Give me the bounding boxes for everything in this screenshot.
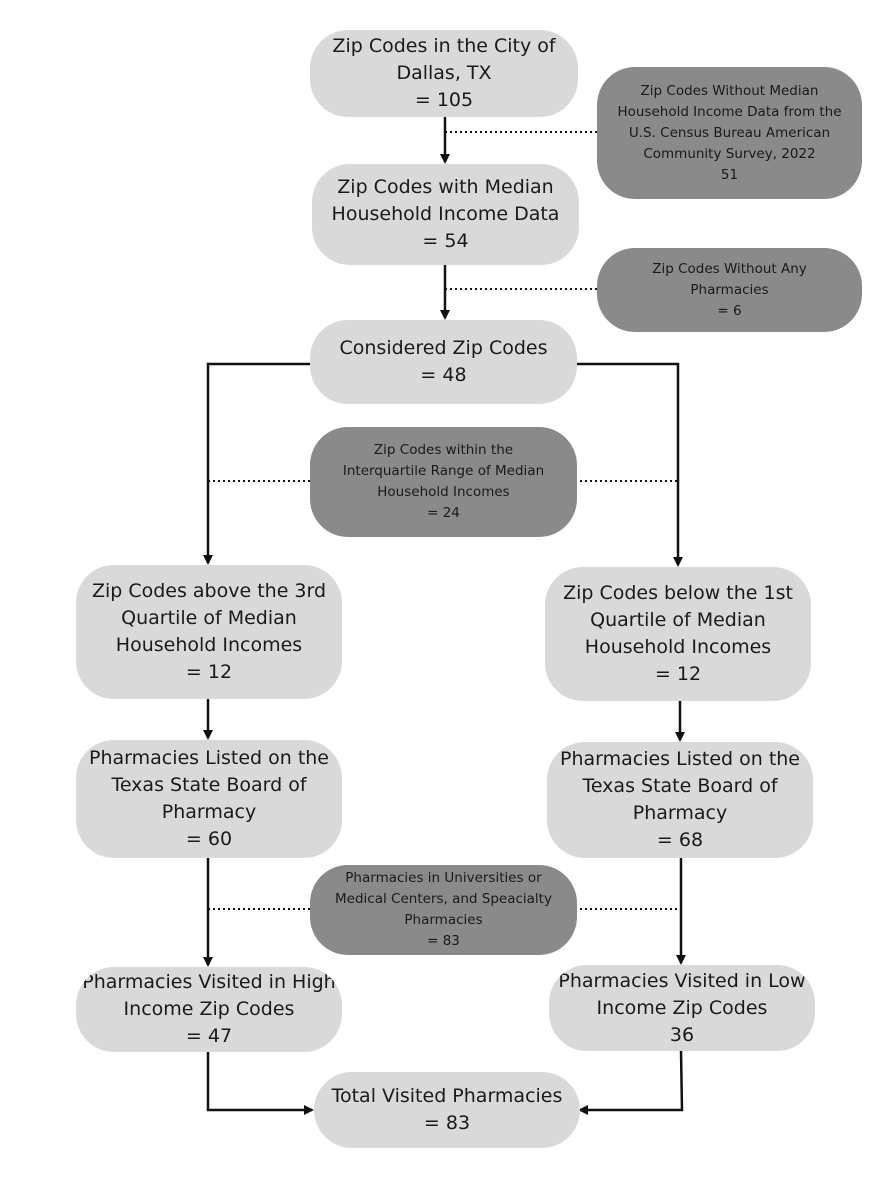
- arrow-considered-to-below-q1: [575, 362, 683, 567]
- box-line: Considered Zip Codes: [339, 337, 548, 359]
- box-line: = 54: [422, 230, 469, 252]
- box-line: Pharmacies: [690, 281, 769, 298]
- box-line: = 105: [414, 89, 474, 111]
- box-line: Texas State Board of: [582, 775, 778, 797]
- box-line: = 48: [420, 364, 467, 386]
- box-line: Zip Codes below the 1st: [563, 582, 793, 604]
- box-line: = 6: [717, 302, 742, 319]
- box-visited-high-income: Pharmacies Visited in High Income Zip Co…: [76, 967, 342, 1052]
- box-line: Pharmacies Listed on the: [88, 747, 329, 769]
- box-line: = 47: [185, 1025, 233, 1047]
- box-line: Pharmacy: [632, 802, 728, 824]
- box-above-3rd-quartile: Zip Codes above the 3rd Quartile of Medi…: [76, 565, 342, 699]
- box-considered-zip-codes: Considered Zip Codes = 48: [310, 320, 577, 404]
- box-line: Quartile of Median: [590, 609, 766, 631]
- box-line: U.S. Census Bureau American: [628, 124, 831, 141]
- arrow-visited-high-to-total: [206, 1052, 314, 1115]
- box-line: Dallas, TX: [396, 62, 492, 84]
- box-line: Texas State Board of: [111, 774, 307, 796]
- box-line: Zip Codes within the: [373, 442, 514, 458]
- box-line: Household Income Data from the: [617, 103, 842, 120]
- box-line: Zip Codes in the City of: [332, 35, 556, 57]
- box-line: Household Income Data: [331, 203, 560, 225]
- box-total-visited: Total Visited Pharmacies = 83: [314, 1072, 580, 1148]
- box-line: Zip Codes Without Any: [652, 260, 807, 277]
- box-line: Quartile of Median: [121, 607, 297, 629]
- box-line: = 24: [427, 505, 460, 521]
- box-line: Pharmacies in Universities or: [345, 870, 542, 886]
- box-line: Income Zip Codes: [123, 998, 295, 1020]
- box-line: Total Visited Pharmacies: [331, 1085, 563, 1107]
- box-line: Zip Codes with Median: [337, 176, 554, 198]
- box-line: 51: [720, 166, 739, 183]
- box-line: Pharmacy: [161, 801, 257, 823]
- box-line: Pharmacies: [404, 912, 483, 928]
- box-line: Interquartile Range of Median: [342, 463, 545, 479]
- box-line: = 12: [654, 663, 702, 685]
- box-line: = 60: [185, 828, 233, 850]
- box-line: Pharmacies Visited in High: [82, 971, 336, 993]
- box-visited-low-income: Pharmacies Visited in Low Income Zip Cod…: [549, 965, 815, 1051]
- arrow-considered-to-above-q3: [203, 362, 310, 565]
- box-line: Community Survey, 2022: [643, 145, 816, 162]
- box-line: Pharmacies Visited in Low: [558, 969, 806, 992]
- box-below-1st-quartile: Zip Codes below the 1st Quartile of Medi…: [545, 567, 811, 701]
- box-interquartile-range: Zip Codes within the Interquartile Range…: [310, 427, 577, 537]
- box-line: Household Incomes: [377, 484, 510, 500]
- box-line: Medical Centers, and Speacialty: [335, 891, 552, 907]
- box-no-income-data: Zip Codes Without Median Household Incom…: [597, 67, 862, 199]
- box-line: Zip Codes above the 3rd: [91, 580, 327, 602]
- box-dallas-zip-codes: Zip Codes in the City of Dallas, TX = 10…: [310, 30, 578, 117]
- box-pharmacies-listed-low: Pharmacies Listed on the Texas State Boa…: [547, 742, 813, 858]
- box-line: Pharmacies Listed on the: [559, 748, 800, 770]
- box-line: Zip Codes Without Median: [640, 82, 819, 99]
- box-excluded-pharmacies: Pharmacies in Universities or Medical Ce…: [310, 865, 577, 955]
- box-no-pharmacies: Zip Codes Without Any Pharmacies = 6: [597, 248, 862, 332]
- box-line: 36: [669, 1023, 695, 1046]
- box-pharmacies-listed-high: Pharmacies Listed on the Texas State Boa…: [76, 740, 342, 858]
- box-line: Household Incomes: [584, 636, 772, 658]
- box-with-income-data: Zip Codes with Median Household Income D…: [312, 164, 579, 265]
- box-line: = 83: [423, 1112, 471, 1134]
- box-line: = 12: [185, 661, 233, 683]
- box-line: = 68: [656, 829, 704, 851]
- box-line: Income Zip Codes: [596, 996, 768, 1019]
- box-line: Household Incomes: [115, 634, 303, 656]
- box-line: = 83: [427, 933, 460, 949]
- arrow-visited-low-to-total: [578, 1050, 684, 1115]
